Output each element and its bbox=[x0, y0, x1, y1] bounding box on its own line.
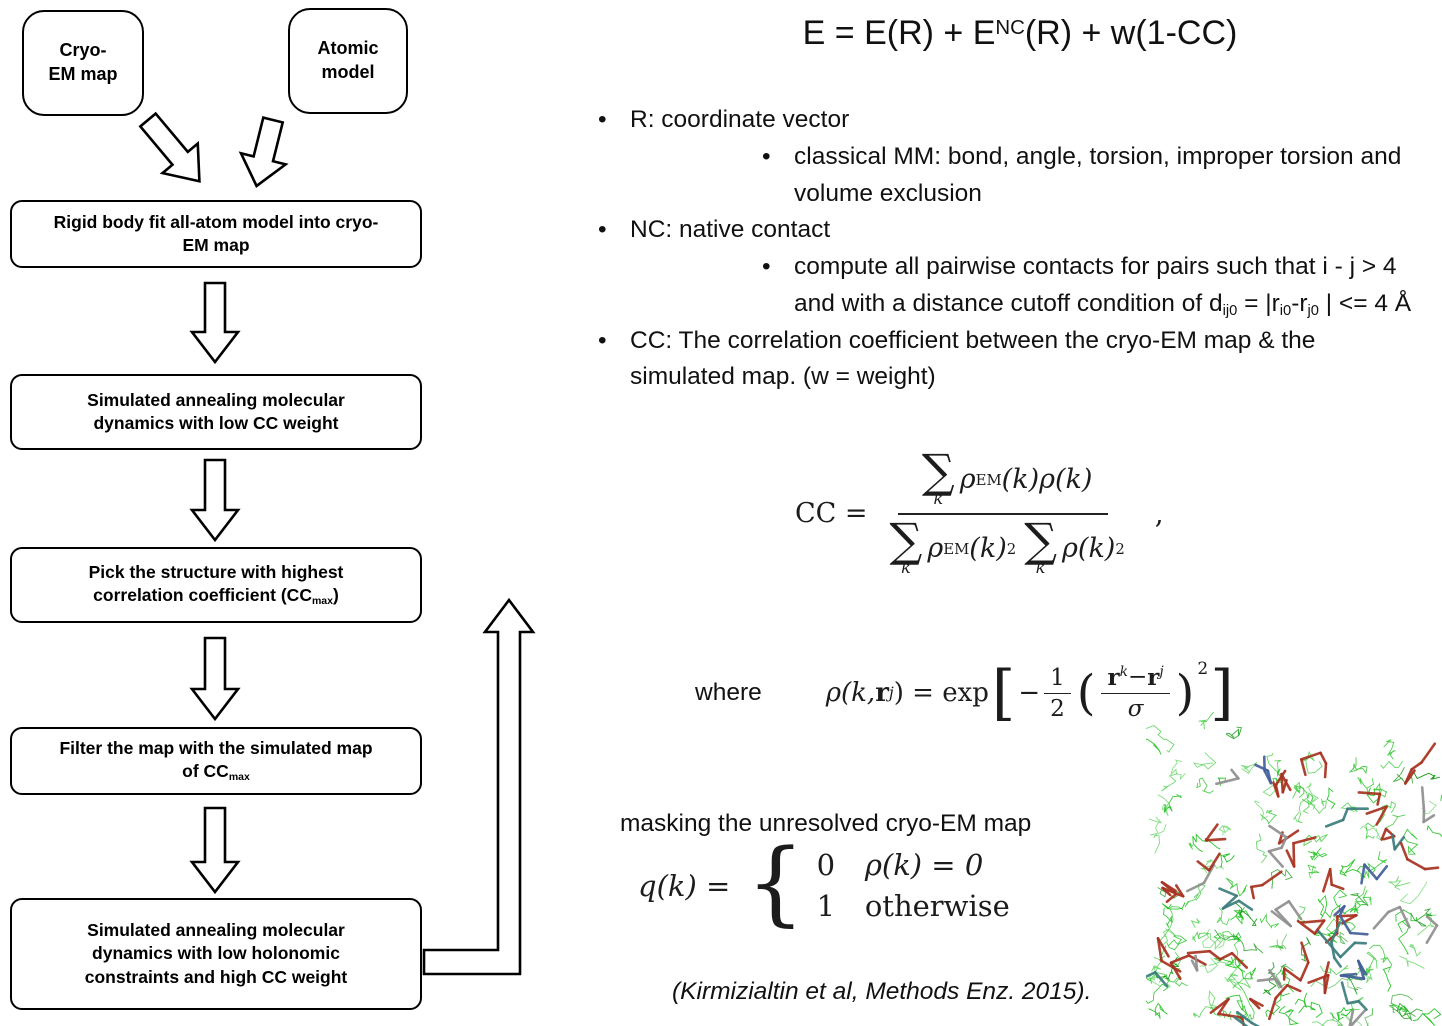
bullet-compute-contacts: • compute all pairwise contacts for pair… bbox=[762, 249, 1442, 323]
cc-lhs: CC = bbox=[795, 497, 868, 529]
step-label: Filter the map with the simulated map of… bbox=[59, 738, 373, 784]
step-label: Pick the structure with highest correlat… bbox=[88, 562, 344, 608]
bullet-list: • R: coordinate vector • classical MM: b… bbox=[598, 102, 1442, 396]
node-label: Atomic model bbox=[317, 38, 379, 82]
bullet-marker: • bbox=[598, 106, 607, 133]
flow-step-sa-md-high-cc: Simulated annealing molecular dynamics w… bbox=[10, 898, 422, 1010]
node-label: Cryo- EM map bbox=[48, 40, 118, 84]
arrow-model-to-fit bbox=[238, 116, 289, 188]
q-lhs: q(k) = bbox=[638, 868, 731, 903]
bullet-cc-correlation: • CC: The correlation coefficient betwee… bbox=[598, 323, 1442, 397]
arrow-cryo-to-fit bbox=[138, 111, 201, 183]
flow-step-filter-map: Filter the map with the simulated map of… bbox=[10, 727, 422, 795]
bullet-marker: • bbox=[598, 216, 607, 244]
left-paren: ( bbox=[1076, 664, 1096, 721]
molecule-image bbox=[1146, 712, 1442, 1026]
feedback-arrow bbox=[422, 597, 536, 976]
right-bracket: ] bbox=[1210, 657, 1234, 728]
energy-equation-title: E = E(R) + ENC(R) + w(1-CC) bbox=[802, 14, 1238, 52]
arrow-step1-step2 bbox=[189, 281, 241, 365]
sum-symbol: ∑k bbox=[921, 444, 955, 509]
trailing-comma: , bbox=[1154, 496, 1164, 530]
bullet-marker: • bbox=[762, 253, 771, 280]
arrow-step2-step3 bbox=[189, 458, 241, 543]
bullet-marker: • bbox=[762, 142, 771, 170]
curly-brace: { bbox=[746, 828, 805, 936]
step-label: Simulated annealing molecular dynamics w… bbox=[87, 389, 345, 433]
step-label: Simulated annealing molecular dynamics w… bbox=[84, 920, 348, 987]
flow-step-pick-ccmax: Pick the structure with highest correlat… bbox=[10, 547, 422, 623]
where-label: where bbox=[695, 679, 762, 706]
left-bracket: [ bbox=[991, 657, 1016, 728]
arrow-step3-step4 bbox=[189, 636, 241, 722]
squared-exponent: 2 bbox=[1197, 659, 1209, 679]
arrow-step4-step5 bbox=[189, 806, 241, 895]
sum-symbol: ∑k bbox=[1024, 513, 1058, 578]
bullet-classical-mm: • classical MM: bond, angle, torsion, im… bbox=[762, 139, 1442, 213]
step-label: Rigid body fit all-atom model into cryo-… bbox=[53, 211, 379, 255]
superscript-nc: NC bbox=[995, 16, 1025, 39]
bullet-r-coordinate-vector: • R: coordinate vector bbox=[598, 102, 1442, 139]
flowchart-node-atomic-model: Atomic model bbox=[288, 8, 408, 114]
bullet-nc-native-contact: • NC: native contact bbox=[598, 212, 1442, 249]
right-paren: ) bbox=[1175, 664, 1195, 721]
flow-step-sa-md-low-cc: Simulated annealing molecular dynamics w… bbox=[10, 374, 422, 450]
citation: (Kirmizialtin et al, Methods Enz. 2015). bbox=[672, 978, 1092, 1005]
bullet-marker: • bbox=[598, 326, 607, 354]
flowchart-arrows bbox=[138, 111, 536, 976]
flowchart-node-cryo-em-map: Cryo- EM map bbox=[22, 10, 144, 116]
flow-step-rigid-body-fit: Rigid body fit all-atom model into cryo-… bbox=[10, 200, 422, 268]
masking-label: masking the unresolved cryo-EM map bbox=[620, 810, 1032, 837]
sum-symbol: ∑k bbox=[889, 513, 923, 578]
